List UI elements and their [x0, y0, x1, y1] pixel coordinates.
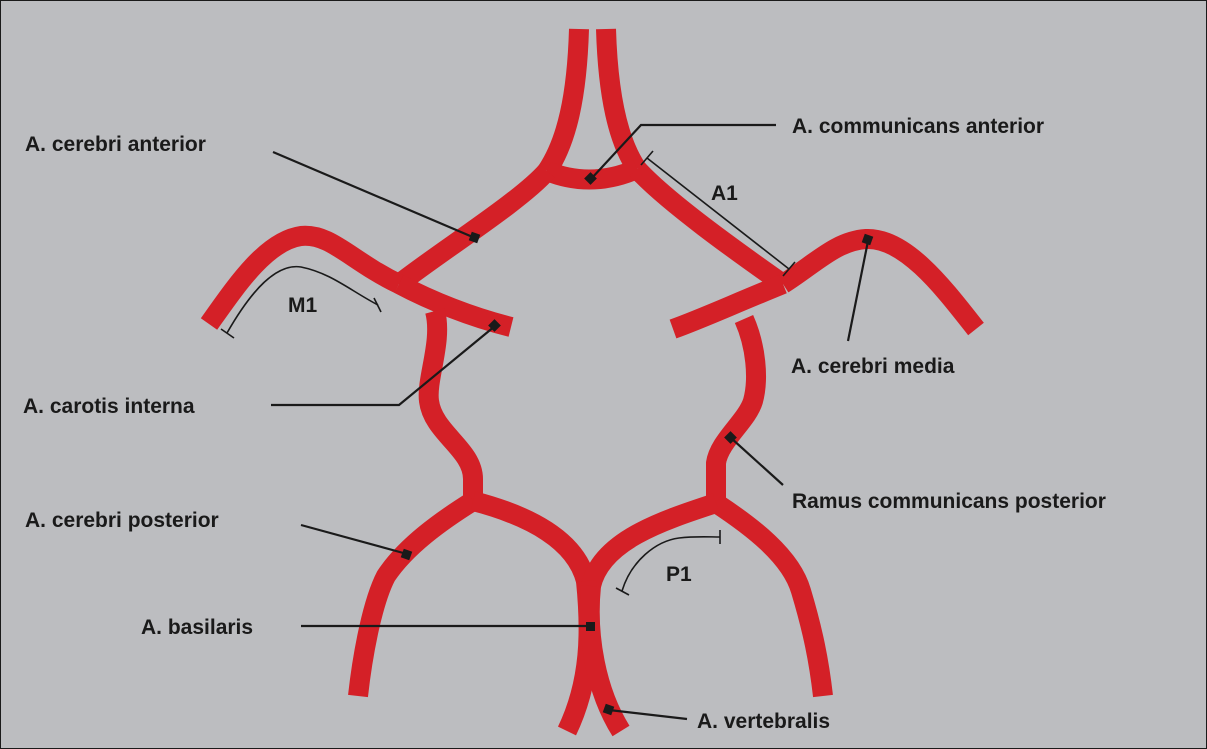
segment-label-a1: A1	[711, 182, 738, 205]
label-cerebri-posterior: A. cerebri posterior	[25, 509, 219, 532]
right-posterior-communicating-vessel	[716, 319, 756, 503]
leader-carotis-interna	[271, 326, 495, 405]
left-posterior-communicating-vessel	[429, 311, 473, 501]
left-anterior-cerebral-upper	[547, 29, 579, 171]
left-posterior-cerebral-vessel	[358, 501, 473, 696]
leader-cerebri-posterior	[301, 525, 407, 554]
label-communicans-anterior: A. communicans anterior	[792, 115, 1044, 138]
segment-label-m1: M1	[288, 294, 317, 317]
leader-cerebri-media	[848, 241, 868, 341]
leader-cerebri-anterior	[273, 152, 475, 238]
a1-bracket-cap-top	[641, 151, 653, 165]
labels: A. communicans anterior A. cerebri anter…	[23, 115, 1106, 733]
right-middle-cerebral-vessel	[783, 239, 976, 329]
right-a1-vessel	[637, 169, 783, 284]
right-anterior-cerebral-upper	[606, 29, 637, 169]
label-ramus-communicans-posterior: Ramus communicans posterior	[792, 490, 1106, 513]
label-cerebri-anterior: A. cerebri anterior	[25, 133, 206, 156]
right-p1-vessel	[591, 503, 716, 586]
label-basilaris: A. basilaris	[141, 616, 253, 639]
leader-ramus-communicans-posterior	[731, 438, 783, 485]
segment-label-p1: P1	[666, 563, 692, 586]
a1-bracket-line	[647, 158, 789, 269]
left-p1-vessel	[473, 501, 586, 581]
left-a1-vessel	[399, 171, 547, 284]
right-posterior-cerebral-vessel	[716, 503, 823, 696]
right-carotis-vessel	[673, 284, 783, 329]
marker-basilaris	[586, 622, 595, 631]
m1-bracket-cap-right	[374, 298, 381, 312]
label-carotis-interna: A. carotis interna	[23, 395, 195, 418]
label-cerebri-media: A. cerebri media	[791, 355, 955, 378]
label-vertebralis: A. vertebralis	[697, 710, 830, 733]
segment-brackets	[221, 151, 795, 595]
m1-bracket-cap-left	[221, 329, 234, 338]
